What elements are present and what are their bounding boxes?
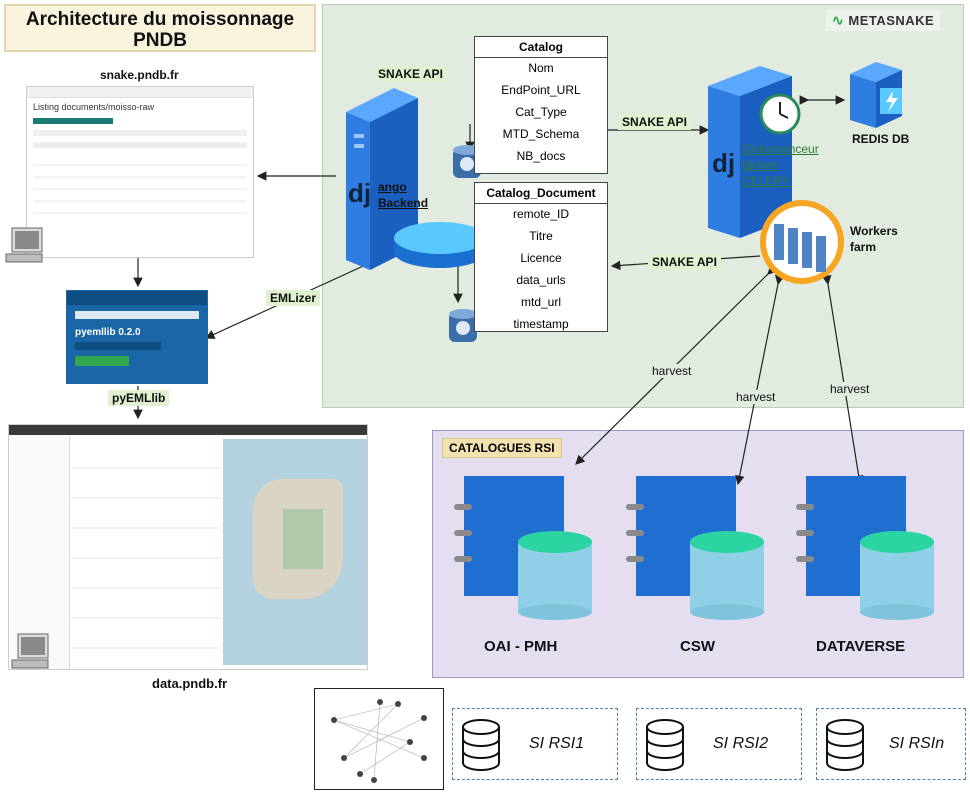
computer-icon-2 xyxy=(11,633,49,669)
catalog-document-row: remote_ID xyxy=(512,207,570,221)
catalog-header: Catalog xyxy=(475,37,607,58)
catalog-document-row: timestamp xyxy=(513,317,569,331)
catalogue-label: CSW xyxy=(680,638,715,655)
catalogue-dataverse xyxy=(790,470,940,625)
data-site-map xyxy=(223,439,367,665)
diagram-title: Architecture du moissonnage PNDB xyxy=(4,4,316,52)
title-line-2: PNDB xyxy=(133,30,187,51)
harvest-label: harvest xyxy=(734,390,778,404)
celery-line-2: tâches xyxy=(742,158,778,172)
snake-page-button[interactable] xyxy=(33,118,113,124)
database-icon xyxy=(462,719,500,771)
edge-harvest-csw xyxy=(734,274,785,486)
data-site-screenshot xyxy=(8,424,368,670)
workers-line-1: Workers xyxy=(850,224,898,238)
clock-icon xyxy=(759,93,801,135)
catalog-row: Cat_Type xyxy=(515,105,567,119)
harvest-label: harvest xyxy=(650,364,694,378)
emlizer-label: EMLizer xyxy=(266,290,321,306)
catalogue-label: OAI - PMH xyxy=(484,638,558,655)
catalog-document-row: Titre xyxy=(529,229,553,243)
si-rsi-label: SI RSIn xyxy=(889,735,945,752)
catalog-row: MTD_Schema xyxy=(502,127,580,141)
harvest-label: harvest xyxy=(828,382,872,396)
si-rsi-label: SI RSI2 xyxy=(713,735,769,752)
data-site-sidebar xyxy=(9,435,70,669)
redis-label: REDIS DB xyxy=(852,132,910,146)
catalog-document-header: Catalog_Document xyxy=(475,183,607,204)
celery-line-3: CELERY xyxy=(742,174,790,188)
snake-page-heading: Listing documents/moisso-raw xyxy=(33,102,155,112)
catalog-row: EndPoint_URL xyxy=(501,83,581,97)
metasnake-logo-text: METASNAKE xyxy=(848,13,935,28)
snake-site-screenshot: Listing documents/moisso-raw xyxy=(26,86,254,258)
catalogue-book-icon xyxy=(626,476,764,620)
si-rsi-box: SI RSI2 xyxy=(636,708,802,780)
metasnake-logo: ∿ METASNAKE xyxy=(826,10,941,31)
metasnake-logo-icon: ∿ xyxy=(832,12,845,28)
si-rsi-box: SI RSIn xyxy=(816,708,966,780)
browser-bar xyxy=(27,87,253,98)
data-site-results xyxy=(71,439,221,665)
pyemllib-label: pyEMLlib xyxy=(108,390,170,406)
catalogue-label: DATAVERSE xyxy=(816,638,906,655)
title-line-1: Architecture du moissonnage xyxy=(25,9,295,30)
catalogue-csw xyxy=(620,470,770,625)
django-server-icon xyxy=(346,88,418,270)
pyemllib-title: pyemllib 0.2.0 xyxy=(75,327,141,338)
catalog-row: NB_docs xyxy=(516,149,566,163)
catalogue-oai-pmh xyxy=(448,470,598,625)
catalogue-book-icon xyxy=(454,476,592,620)
catalog-row: Nom xyxy=(528,61,554,75)
django-dj-text: dj xyxy=(348,178,372,208)
si-rsi-label: SI RSI1 xyxy=(529,735,585,752)
rsi-tag: CATALOGUES RSI xyxy=(442,438,562,458)
celery-line-1: Ordonnanceur xyxy=(742,142,819,156)
catalog-table: Catalog Nom EndPoint_URL Cat_Type MTD_Sc… xyxy=(474,36,608,174)
catalog-document-row: data_urls xyxy=(516,273,566,287)
data-site-caption: data.pndb.fr xyxy=(152,676,228,691)
catalogue-book-icon xyxy=(796,476,934,620)
snake-api-mid-label: SNAKE API xyxy=(618,114,691,130)
django-app-line-2: Backend xyxy=(378,196,429,210)
django-app-line-1: ango xyxy=(378,180,407,194)
snake-site-caption: snake.pndb.fr xyxy=(100,68,179,82)
workers-line-2: farm xyxy=(850,240,877,254)
database-icon xyxy=(826,719,864,771)
database-icon xyxy=(646,719,684,771)
computer-icon xyxy=(5,227,43,263)
database-disk-icon xyxy=(394,222,486,268)
celery-dj-text: dj xyxy=(712,148,736,178)
pyemllib-button[interactable] xyxy=(75,356,129,366)
snake-api-low-label: SNAKE API xyxy=(648,254,721,270)
postgresql-icon-2 xyxy=(449,309,477,342)
snake-table xyxy=(33,154,247,224)
ontology-graph-image xyxy=(314,688,444,790)
redis-server-icon xyxy=(850,62,902,128)
pyemllib-screenshot: pyemllib 0.2.0 xyxy=(66,290,208,384)
workers-farm-icon xyxy=(760,200,844,284)
catalog-document-row: mtd_url xyxy=(520,295,561,309)
catalog-document-table: Catalog_Document remote_ID Titre Licence… xyxy=(474,182,608,332)
si-rsi-box: SI RSI1 xyxy=(452,708,618,780)
catalog-document-row: Licence xyxy=(520,251,562,265)
snake-api-top-label: SNAKE API xyxy=(374,66,447,82)
